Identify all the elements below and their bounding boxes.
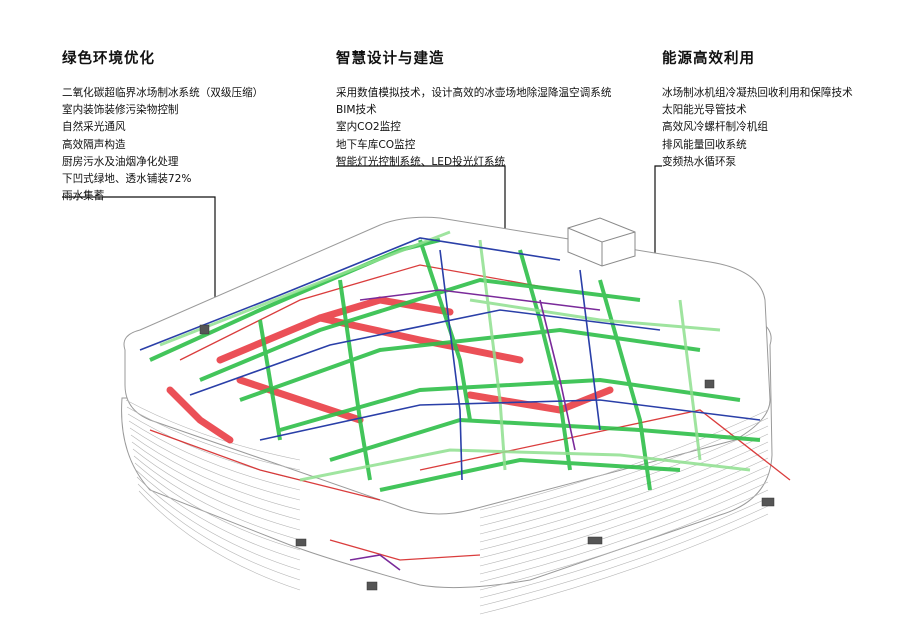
equipment-box xyxy=(587,536,603,545)
feature-item: 雨水集蓄 xyxy=(62,190,105,203)
pipe-green-light xyxy=(478,239,507,471)
facade-stripe xyxy=(479,513,769,615)
feature-item: 自然采光通风 xyxy=(62,121,126,134)
facade-stripe xyxy=(132,448,301,531)
facade-stripe xyxy=(130,434,301,511)
facade-stripe xyxy=(131,441,301,521)
facade-stripe xyxy=(136,476,301,571)
facade-stripe xyxy=(479,457,769,559)
feature-item: 二氧化碳超临界冰场制冰系统（双级压缩） xyxy=(62,87,264,99)
column-title: 绿色环境优化 xyxy=(62,51,155,67)
feature-item: 室内CO2监控 xyxy=(336,121,401,134)
feature-item: 高效风冷螺杆制冷机组 xyxy=(662,121,768,134)
feature-item: 采用数值模拟技术，设计高效的冰壶场地除湿降温空调系统 xyxy=(336,87,612,99)
feature-item: 智能灯光控制系统、LED投光灯系统 xyxy=(336,155,506,168)
facade-stripe xyxy=(479,425,769,527)
pipe-green xyxy=(379,457,681,492)
facade-stripe xyxy=(479,497,769,599)
mep-pipes-green xyxy=(149,238,761,492)
building-roof xyxy=(123,216,771,515)
facade-stripe xyxy=(133,455,301,541)
pipe-green-light xyxy=(299,448,751,482)
facade-stripe xyxy=(479,433,769,535)
feature-item: 地下车库CO监控 xyxy=(336,138,416,151)
pipe-purple xyxy=(359,289,601,311)
pipe-blue xyxy=(139,237,561,351)
building-shell xyxy=(121,216,773,589)
pipe-purple xyxy=(539,299,576,451)
pipe-blue xyxy=(189,309,661,396)
pipe-green xyxy=(518,249,572,471)
facade-stripe xyxy=(479,449,769,551)
rooftop-equipment xyxy=(567,217,636,267)
duct-red xyxy=(216,314,524,364)
pipe-green xyxy=(329,417,761,462)
facade-stripe xyxy=(479,489,769,591)
feature-item: 变频热水循环泵 xyxy=(662,155,737,168)
feature-item: 太阳能光导管技术 xyxy=(662,104,747,117)
facade-stripe xyxy=(134,462,301,551)
feature-item: 厨房污水及油烟净化处理 xyxy=(62,155,179,168)
pipe-green xyxy=(338,279,372,481)
equipment-box xyxy=(199,324,210,335)
column-title: 能源高效利用 xyxy=(662,51,755,67)
pipe-purple xyxy=(349,554,401,571)
feature-list: 冰场制冰机组冷凝热回收利用和保障技术 太阳能光导管技术 高效风冷螺杆制冷机组 排… xyxy=(662,85,853,171)
pipe-blue xyxy=(579,269,601,431)
facade-stripe xyxy=(479,465,769,567)
column-title: 智慧设计与建造 xyxy=(336,51,445,67)
feature-column-green-environment: 绿色环境优化 二氧化碳超临界冰场制冰系统（双级压缩） 室内装饰装修污染物控制 自… xyxy=(62,50,263,205)
pipe-red xyxy=(419,409,791,481)
duct-red xyxy=(166,386,234,444)
equipment-box xyxy=(704,379,715,389)
facade-stripes xyxy=(125,399,769,615)
pipe-green xyxy=(279,377,741,432)
feature-item: 排风能量回收系统 xyxy=(662,138,747,151)
facade-stripe xyxy=(138,490,301,591)
pipe-red xyxy=(329,539,481,561)
pipe-green-light xyxy=(469,298,721,332)
pipe-green xyxy=(258,319,282,441)
facade-stripe xyxy=(128,420,301,491)
pipe-green-light xyxy=(678,299,702,461)
facade-stripe xyxy=(129,427,301,501)
feature-column-energy-efficiency: 能源高效利用 冰场制冰机组冷凝热回收利用和保障技术 太阳能光导管技术 高效风冷螺… xyxy=(662,50,853,171)
facade-stripe xyxy=(479,417,769,519)
pipe-green xyxy=(239,327,701,402)
equipment-box xyxy=(295,538,307,547)
duct-red xyxy=(316,296,454,322)
feature-item: 下凹式绿地、透水铺装72% xyxy=(62,173,192,186)
pipe-red xyxy=(149,429,381,501)
ground-equipment xyxy=(199,324,775,591)
feature-list: 采用数值模拟技术，设计高效的冰壶场地除湿降温空调系统 BIM技术 室内CO2监控… xyxy=(336,85,611,171)
feature-column-smart-design: 智慧设计与建造 采用数值模拟技术，设计高效的冰壶场地除湿降温空调系统 BIM技术… xyxy=(336,50,611,171)
feature-list: 二氧化碳超临界冰场制冰系统（双级压缩） 室内装饰装修污染物控制 自然采光通风 高… xyxy=(62,85,263,205)
facade-stripe xyxy=(479,505,769,607)
pipe-green xyxy=(199,277,641,382)
mep-pipes-thin-red xyxy=(149,264,791,561)
facade-stripe xyxy=(126,406,301,471)
facade-stripe xyxy=(479,481,769,583)
facade-stripe xyxy=(137,483,301,581)
facade-stripe xyxy=(125,399,301,461)
equipment-box xyxy=(761,497,775,507)
feature-item: 高效隔声构造 xyxy=(62,138,126,151)
feature-item: 室内装饰装修污染物控制 xyxy=(62,104,179,117)
feature-item: 冰场制冰机组冷凝热回收利用和保障技术 xyxy=(662,87,853,99)
pipe-green xyxy=(598,279,652,491)
pipe-blue xyxy=(259,399,761,441)
facade-stripe xyxy=(135,469,301,561)
mep-pipes-purple xyxy=(349,289,601,571)
facade-stripe xyxy=(479,473,769,575)
pipe-red xyxy=(179,264,561,361)
equipment-box xyxy=(366,581,378,591)
feature-item: BIM技术 xyxy=(336,104,377,117)
facade-stripe xyxy=(479,441,769,543)
